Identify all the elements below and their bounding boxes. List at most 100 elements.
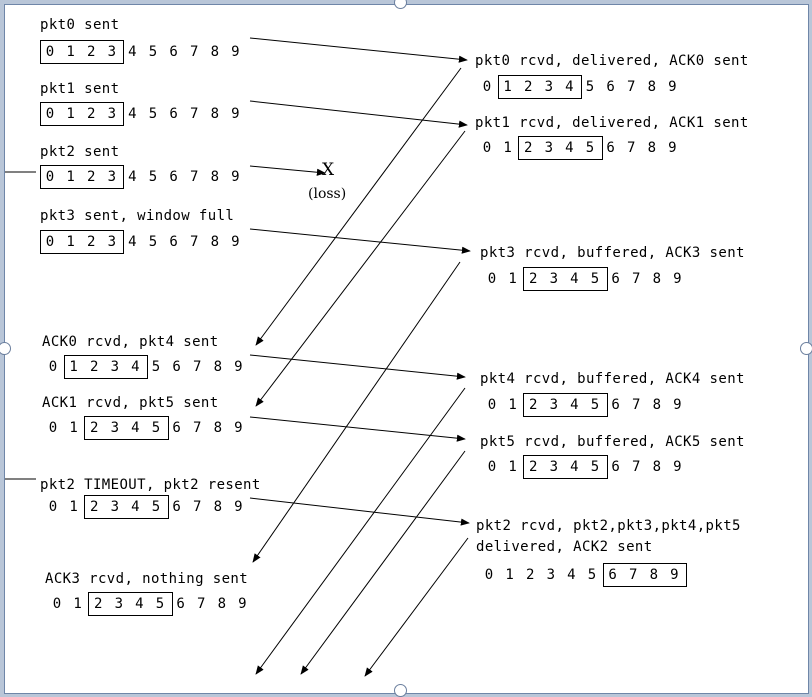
sequence-number: 2 <box>93 596 103 612</box>
sender-event-label: pkt2 TIMEOUT, pkt2 resent <box>40 477 261 493</box>
sequence-number: 3 <box>549 459 559 475</box>
sender-event-label: pkt1 sent <box>40 81 120 97</box>
sequence-number: 1 <box>69 499 78 515</box>
sequence-number: 2 <box>528 271 538 287</box>
sequence-number: 7 <box>626 140 636 156</box>
sequence-number: 8 <box>649 567 659 583</box>
sequence-number: 0 <box>45 234 55 250</box>
sequence-number: 6 <box>608 567 617 583</box>
sequence-number: 0 <box>45 44 55 60</box>
sequence-number: 5 <box>585 79 595 95</box>
receiver-event-label: pkt1 rcvd, delivered, ACK1 sent <box>475 115 749 131</box>
resize-handle-left[interactable] <box>0 342 11 355</box>
sequence-number: 7 <box>196 596 206 612</box>
sequence-number: 5 <box>585 140 595 156</box>
receiver-window-box <box>523 267 608 291</box>
arrow-ack3 <box>252 261 461 563</box>
receiver-event-label: pkt4 rcvd, buffered, ACK4 sent <box>480 371 745 387</box>
sequence-number: 8 <box>210 106 220 122</box>
sequence-number: 9 <box>234 420 243 436</box>
sequence-number: 1 <box>503 79 512 95</box>
sequence-number: 6 <box>172 420 181 436</box>
sequence-number: 4 <box>570 271 579 287</box>
sequence-number: 5 <box>587 567 597 583</box>
arrow-pkt5 <box>249 416 466 442</box>
sequence-number: 0 <box>482 140 492 156</box>
sequence-number: 8 <box>213 499 223 515</box>
sequence-number: 2 <box>86 106 96 122</box>
arrow-ack4 <box>255 387 466 675</box>
sequence-number: 5 <box>151 499 161 515</box>
sequence-number: 4 <box>135 596 144 612</box>
sequence-number: 0 <box>45 106 55 122</box>
sequence-number: 2 <box>525 567 535 583</box>
sequence-number: 4 <box>565 140 574 156</box>
sequence-number: 0 <box>487 397 497 413</box>
sequence-number: 6 <box>611 271 620 287</box>
arrow-pkt0 <box>249 37 468 63</box>
receiver-window-box <box>523 393 608 417</box>
sequence-number: 0 <box>487 459 497 475</box>
sequence-number: 5 <box>148 169 158 185</box>
arrow-ack2 <box>364 537 469 677</box>
sequence-number: 6 <box>606 79 615 95</box>
sequence-number: 1 <box>508 459 517 475</box>
sequence-number: 7 <box>189 44 199 60</box>
sender-event-label: ACK0 rcvd, pkt4 sent <box>42 334 219 350</box>
sequence-number: 4 <box>131 359 140 375</box>
arrow-pkt2-lost <box>249 165 326 176</box>
sequence-number: 6 <box>611 397 620 413</box>
sequence-number: 1 <box>66 106 75 122</box>
sequence-number: 9 <box>668 79 677 95</box>
receiver-window-box <box>602 563 687 587</box>
sequence-number: 3 <box>110 359 120 375</box>
sequence-number: 1 <box>505 567 514 583</box>
sequence-number: 9 <box>231 106 240 122</box>
sequence-number: 3 <box>107 106 117 122</box>
sequence-number: 4 <box>128 44 137 60</box>
sequence-number: 9 <box>238 596 247 612</box>
sequence-number: 1 <box>73 596 82 612</box>
sequence-number: 8 <box>652 271 662 287</box>
sequence-number: 7 <box>192 499 202 515</box>
sequence-number: 3 <box>549 271 559 287</box>
resize-handle-right[interactable] <box>800 342 812 355</box>
sequence-number: 8 <box>210 44 220 60</box>
sequence-number: 1 <box>66 44 75 60</box>
sequence-number: 4 <box>570 397 579 413</box>
sequence-number: 0 <box>45 169 55 185</box>
sender-event-label: pkt2 sent <box>40 144 120 160</box>
sequence-number: 4 <box>131 420 140 436</box>
sequence-number: 2 <box>528 397 538 413</box>
sender-window-box <box>40 165 125 189</box>
sequence-number: 5 <box>148 44 158 60</box>
arrow-pkt4 <box>249 354 466 380</box>
resize-handle-bottom[interactable] <box>394 684 407 697</box>
sequence-number: 2 <box>86 234 96 250</box>
receiver-event-label: pkt0 rcvd, delivered, ACK0 sent <box>475 53 749 69</box>
sequence-number: 9 <box>231 169 240 185</box>
sequence-number: 3 <box>544 140 554 156</box>
sequence-number: 3 <box>546 567 556 583</box>
arrow-ack1 <box>255 130 466 407</box>
sequence-number: 6 <box>169 169 178 185</box>
sequence-number: 7 <box>192 359 202 375</box>
sequence-number: 1 <box>508 271 517 287</box>
sender-window-box <box>40 40 125 64</box>
sequence-number: 9 <box>234 359 243 375</box>
sequence-number: 0 <box>48 359 58 375</box>
resize-handle-top[interactable] <box>394 0 407 9</box>
sender-event-label: ACK1 rcvd, pkt5 sent <box>42 395 219 411</box>
sequence-number: 5 <box>155 596 165 612</box>
sequence-number: 8 <box>210 169 220 185</box>
sequence-number: 8 <box>652 397 662 413</box>
sequence-number: 2 <box>86 44 96 60</box>
